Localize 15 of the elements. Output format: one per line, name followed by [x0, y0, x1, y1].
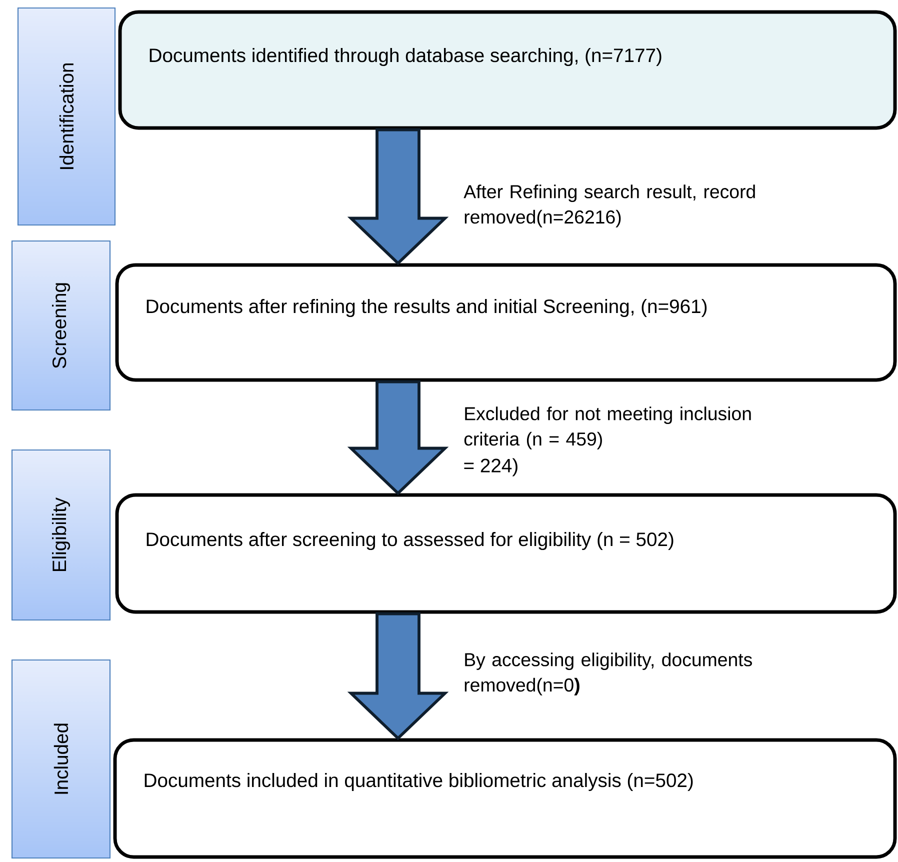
- process-box: Documents identified through database searching, (n=7177): [118, 10, 897, 130]
- block-arrow: [347, 380, 449, 496]
- edge-label: After Refining search result, record removed(n=26216): [464, 184, 755, 228]
- stage-band: Screening: [11, 240, 111, 411]
- block-arrow: [347, 612, 449, 740]
- edge-label: By accessing eligibility, documents removed(n=0): [464, 652, 752, 696]
- edge-label: Excluded for not meeting inclusion criteria (n = 459): [464, 406, 751, 450]
- process-box: Documents after refining the results and initial Screening, (n=961): [115, 263, 897, 382]
- process-box: Documents after screening to assessed for eligibility (n = 502): [115, 493, 897, 614]
- note-text: = 224): [464, 458, 518, 476]
- stage-band: Identification: [17, 7, 116, 226]
- process-box: Documents included in quantitative bibliometric analysis (n=502): [113, 738, 897, 859]
- block-arrow: [347, 128, 449, 266]
- stage-band: Included: [11, 659, 111, 859]
- stage-band: Eligibility: [11, 449, 111, 621]
